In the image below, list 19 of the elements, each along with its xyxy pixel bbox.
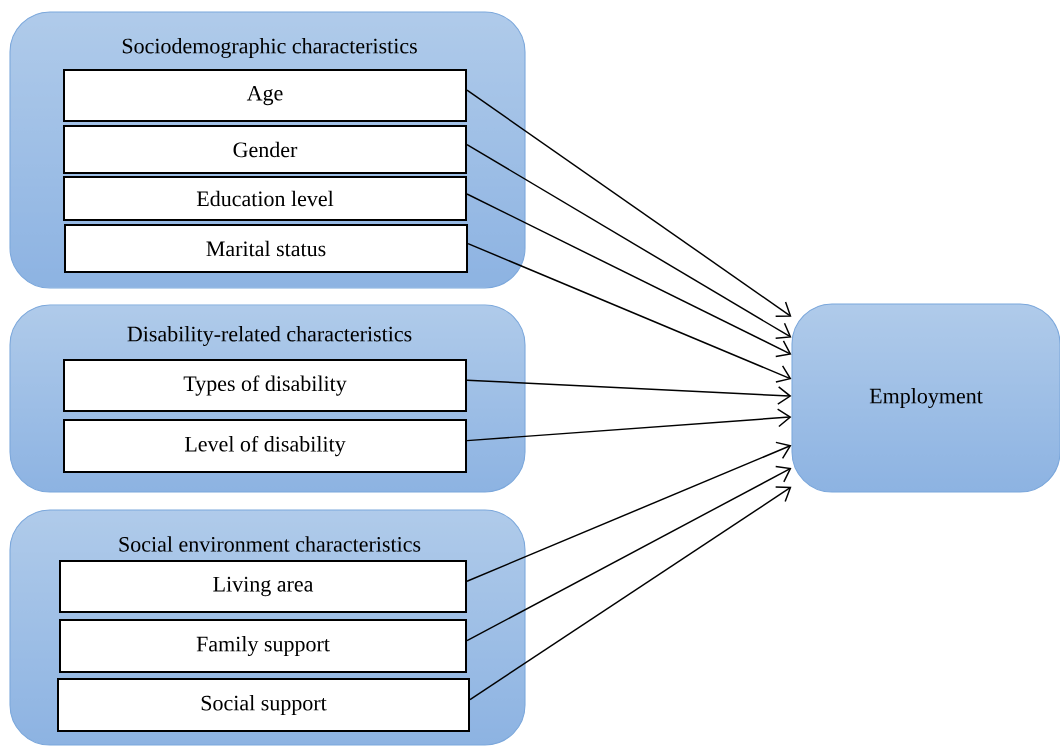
arrow (467, 242, 792, 383)
arrow (466, 465, 792, 642)
factor-box: Living area (59, 560, 467, 613)
arrow (466, 143, 792, 339)
factor-box: Gender (63, 125, 467, 174)
arrow (466, 89, 792, 317)
factor-box: Age (63, 69, 467, 122)
factor-box: Family support (59, 619, 467, 673)
arrow (466, 379, 792, 405)
factor-box: Marital status (64, 224, 468, 273)
arrow (466, 193, 792, 358)
outcome-box: Employment (791, 303, 1060, 493)
arrow (466, 441, 792, 582)
arrow (466, 408, 792, 442)
factor-box: Social support (57, 678, 470, 732)
factor-box: Types of disability (63, 359, 467, 412)
arrow (469, 486, 792, 701)
factor-box: Level of disability (63, 419, 467, 473)
factor-box: Education level (63, 176, 467, 221)
